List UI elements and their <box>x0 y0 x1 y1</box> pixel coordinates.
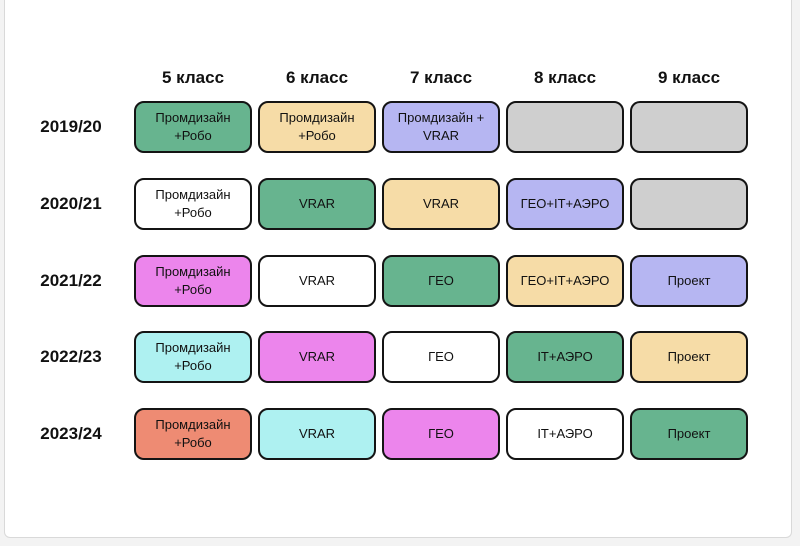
course-cell: ГЕО+IT+АЭРО <box>506 255 624 307</box>
column-header-grade-8: 8 класс <box>533 68 597 87</box>
course-cell: VRAR <box>258 331 376 383</box>
course-cell: Промдизайн +Робо <box>258 101 376 153</box>
course-cell: ГЕО <box>382 255 500 307</box>
row-label-year: 2020/21 <box>40 194 102 213</box>
column-header-grade-6: 6 класс <box>285 68 349 87</box>
course-cell: ГЕО <box>382 331 500 383</box>
row-label-year: 2022/23 <box>40 347 102 366</box>
course-cell: VRAR <box>258 178 376 230</box>
row-label-year: 2021/22 <box>40 271 102 290</box>
row-label-year: 2023/24 <box>40 424 102 443</box>
course-cell: IT+АЭРО <box>506 331 624 383</box>
course-cell: ГЕО <box>382 408 500 460</box>
course-cell: Промдизайн +Робо <box>134 255 252 307</box>
course-cell: Проект <box>630 331 748 383</box>
course-cell: VRAR <box>382 178 500 230</box>
course-cell: ГЕО+IT+АЭРО <box>506 178 624 230</box>
course-cell: VRAR <box>258 408 376 460</box>
course-cell: Промдизайн +Робо <box>134 408 252 460</box>
row-label-year: 2019/20 <box>40 117 102 136</box>
course-cell: IT+АЭРО <box>506 408 624 460</box>
course-cell: Проект <box>630 408 748 460</box>
empty-cell <box>630 101 748 153</box>
course-cell: Промдизайн +Робо <box>134 331 252 383</box>
course-cell: Промдизайн +Робо <box>134 101 252 153</box>
empty-cell <box>630 178 748 230</box>
course-cell: Промдизайн + VRAR <box>382 101 500 153</box>
schedule-grid: 5 класс 6 класс 7 класс 8 класс 9 класс … <box>4 0 792 538</box>
course-cell: Проект <box>630 255 748 307</box>
empty-cell <box>506 101 624 153</box>
column-header-grade-7: 7 класс <box>409 68 473 87</box>
column-header-grade-9: 9 класс <box>657 68 721 87</box>
course-cell: Промдизайн +Робо <box>134 178 252 230</box>
course-cell: VRAR <box>258 255 376 307</box>
column-header-grade-5: 5 класс <box>161 68 225 87</box>
